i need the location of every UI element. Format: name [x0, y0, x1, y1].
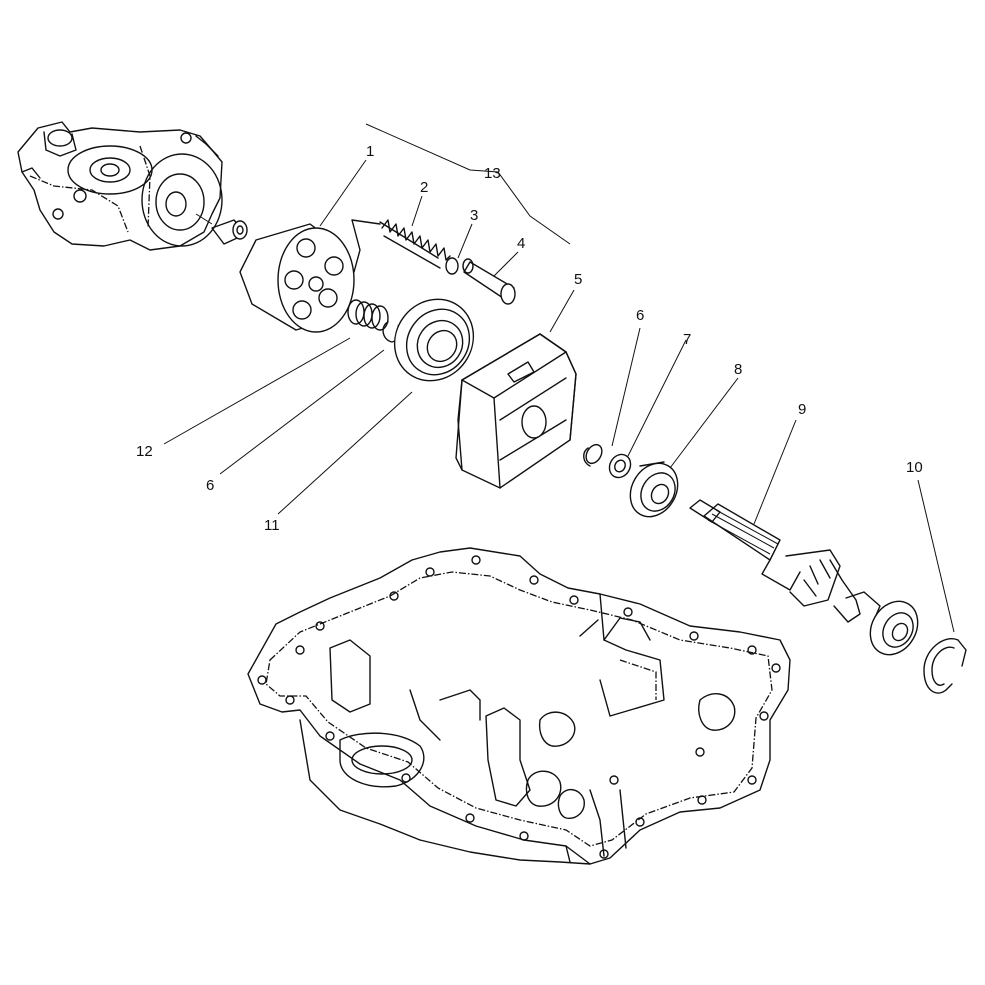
thrust-washer-part-11: [393, 298, 475, 382]
callout-2: 2: [420, 179, 428, 196]
pump-body-part: [17, 121, 223, 251]
callout-9: 9: [798, 401, 806, 418]
leader-lines: [163, 123, 955, 633]
washer-part-7: [608, 453, 632, 479]
callout-8: 8: [734, 361, 742, 378]
callout-12: 12: [136, 443, 153, 460]
shaft-part-9: [689, 499, 919, 656]
housing-part: [247, 547, 791, 865]
circlip-part-10: [923, 638, 967, 694]
cylinder-block-part: [239, 223, 355, 333]
callout-5: 5: [574, 271, 582, 288]
swash-block-part-5: [455, 333, 577, 489]
callout-6-right: 6: [636, 307, 644, 324]
callout-labels: 1 2 3 4 5 6 6 7 8 9 10 11 12 13: [136, 143, 923, 534]
bushing-part: [195, 213, 248, 245]
callout-11: 11: [264, 517, 280, 534]
callout-13: 13: [484, 165, 501, 182]
callout-7: 7: [683, 331, 691, 348]
callout-3: 3: [470, 207, 478, 224]
spring-part-12: [347, 299, 389, 331]
callout-10: 10: [906, 459, 923, 476]
bearing-part-8: [629, 461, 679, 518]
callout-1: 1: [366, 143, 374, 160]
snap-ring-part-6-right: [583, 443, 603, 467]
pin-part-4: [462, 258, 516, 305]
callout-6-left: 6: [206, 477, 214, 494]
spring-part-2: [379, 219, 451, 269]
callout-4: 4: [517, 235, 525, 252]
retainer-wire: [351, 219, 381, 273]
o-ring-part-3: [445, 257, 459, 275]
